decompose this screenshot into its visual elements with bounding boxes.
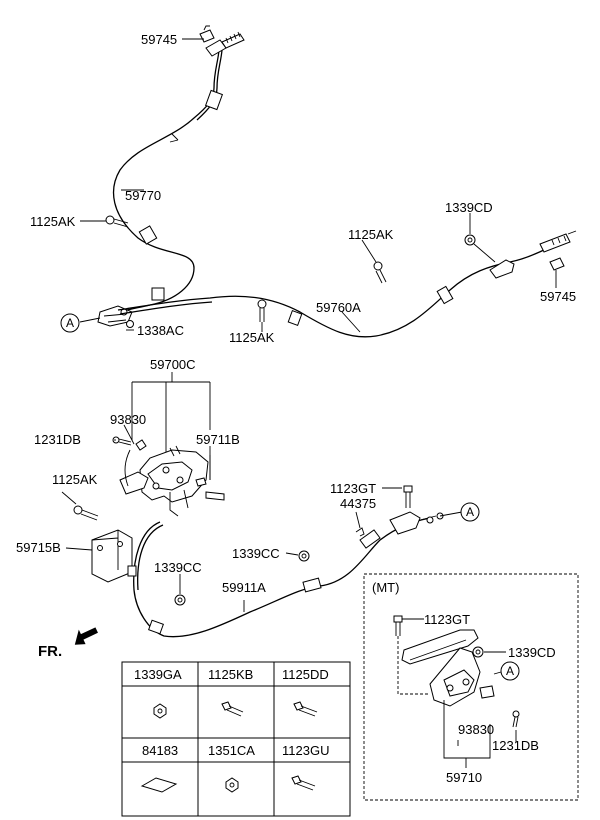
reference-circle-a-top: [60, 313, 80, 333]
table-cell-1125kb: 1125KB: [208, 667, 253, 682]
table-cell-1123gu: 1123GU: [282, 743, 329, 758]
label-59760a: 59760A: [316, 300, 361, 315]
label-93830-top: 93830: [110, 412, 146, 427]
cable-clip: [204, 89, 224, 111]
label-59711b: 59711B: [196, 432, 240, 447]
nut-1338ac: [126, 320, 134, 328]
cable-clip: [302, 577, 322, 593]
pin-59711b: [205, 491, 225, 501]
cable-59770: [103, 25, 245, 319]
cable-clip: [287, 310, 303, 326]
nut-1339cc-left: [174, 594, 186, 606]
label-1339cc-right: 1339CC: [232, 546, 280, 561]
label-1339cc-left: 1339CC: [154, 560, 202, 575]
pad-icon: [140, 777, 178, 793]
label-59700c: 59700C: [150, 357, 196, 372]
label-1339cd-top: 1339CD: [445, 200, 493, 215]
cable-59911a: [127, 485, 463, 638]
bolt-icon: [293, 701, 318, 717]
nut-1339cd: [464, 234, 476, 246]
label-59715b: 59715B: [16, 540, 61, 555]
clip-59745-right: [549, 257, 565, 271]
parts-table: [121, 661, 351, 817]
cable-clip: [436, 285, 454, 305]
label-59745-top: 59745: [141, 32, 177, 47]
cable-bracket: [489, 259, 515, 279]
mt-label-59710: 59710: [446, 770, 482, 785]
nut-icon: [153, 703, 167, 719]
bolt-1125ak-right: [257, 299, 267, 322]
table-cell-1339ga: 1339GA: [134, 667, 182, 682]
label-59770: 59770: [125, 188, 161, 203]
cable-clip: [148, 619, 164, 635]
nut-1339cc-right: [298, 550, 310, 562]
cable-end-fitting: [389, 511, 421, 535]
mt-box-title: (MT): [372, 580, 399, 595]
bolt-1125ak-mid: [373, 261, 387, 284]
cable-end-fitting: [539, 233, 571, 253]
label-1338ac: 1338AC: [137, 323, 184, 338]
label-1125ak-mid: 1125AK: [348, 227, 394, 242]
label-fr: FR.: [38, 643, 62, 660]
cable-clip: [138, 225, 158, 245]
label-44375: 44375: [340, 496, 376, 511]
cable-end-fitting: [221, 33, 245, 49]
mt-label-1231db: 1231DB: [492, 738, 539, 753]
label-circle-a-mid: A: [466, 505, 474, 519]
label-1123gt: 1123GT: [330, 481, 376, 496]
cable-clip: [127, 565, 137, 577]
mt-label-1339cd: 1339CD: [508, 645, 556, 660]
leader-lines-lower: [61, 424, 402, 612]
bolt-icon: [291, 775, 316, 791]
table-cell-1125dd: 1125DD: [282, 667, 329, 682]
cable-59760a: [117, 230, 577, 338]
mt-label-93830: 93830: [458, 722, 494, 737]
front-arrow-icon: [74, 627, 98, 645]
nut-icon: [225, 777, 239, 793]
leader-lines-upper: [80, 38, 557, 333]
bolt-1125ak-left: [105, 215, 129, 228]
label-1125ak-left: 1125AK: [30, 214, 76, 229]
mt-variant-box: [363, 573, 579, 801]
label-59911a: 59911A: [222, 580, 266, 595]
reference-circle-a-mid: [460, 502, 480, 522]
bracket-59715b: [73, 505, 133, 583]
table-cell-84183: 84183: [142, 743, 178, 758]
label-59745-right: 59745: [540, 289, 576, 304]
label-1231db-top: 1231DB: [34, 432, 81, 447]
bolt-icon: [221, 701, 244, 717]
cable-clip: [151, 287, 165, 301]
label-1125ak-lower: 1125AK: [52, 472, 98, 487]
mt-label-1123gt: 1123GT: [424, 612, 470, 627]
label-1125ak-bottom: 1125AK: [229, 330, 275, 345]
clip-93830: [135, 439, 147, 451]
table-cell-1351ca: 1351CA: [208, 743, 255, 758]
mt-circle-a-label: A: [506, 664, 514, 678]
clip-59745-top: [199, 29, 215, 43]
label-circle-a-top: A: [66, 316, 74, 330]
